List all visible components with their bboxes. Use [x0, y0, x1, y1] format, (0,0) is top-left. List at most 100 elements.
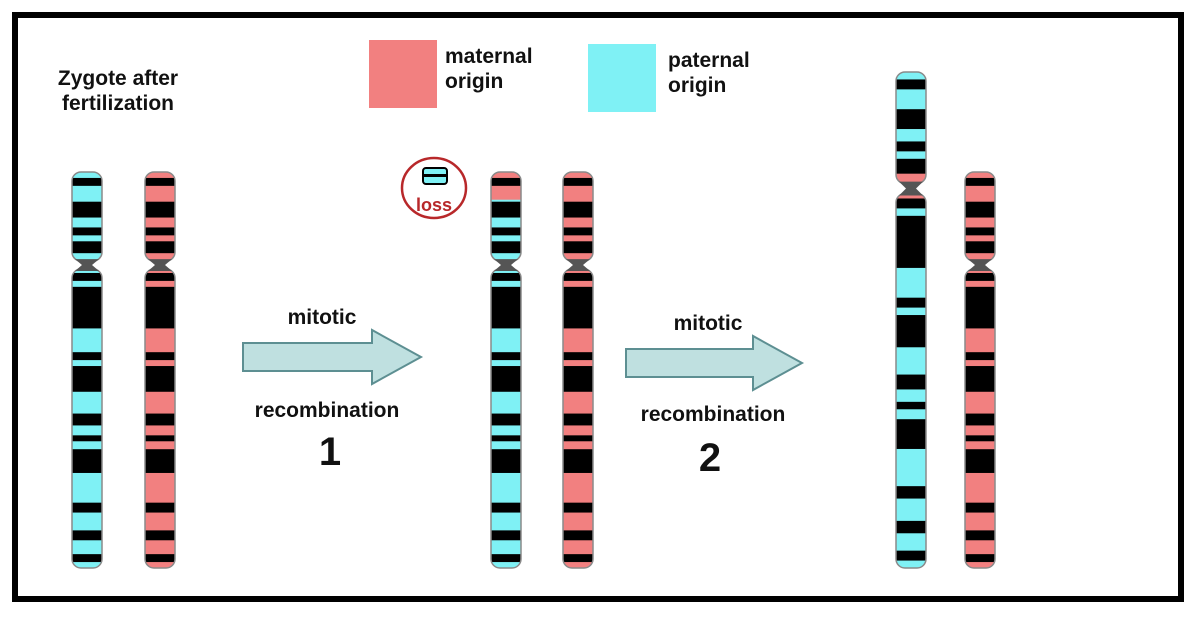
chromosome-step2-paternal-centromere — [899, 181, 923, 196]
chromosome-band — [145, 352, 175, 361]
chromosome-band — [965, 241, 995, 254]
arrow-step-2 — [625, 334, 805, 392]
chromosome-band — [72, 449, 102, 473]
chromosome-step2-paternal — [895, 71, 927, 569]
chromosome-band — [491, 502, 521, 513]
chromosome-band — [563, 286, 593, 329]
chromosome-band — [72, 241, 102, 254]
chromosome-band — [965, 502, 995, 513]
chromosome-band — [563, 272, 593, 281]
chromosome-band — [72, 227, 102, 236]
chromosome-zygote-maternal-arm-q — [145, 269, 175, 568]
step2-bottom-label: recombination — [640, 403, 786, 426]
chromosome-band — [563, 366, 593, 392]
chromosome-band — [491, 554, 521, 563]
chromosome-band — [563, 530, 593, 541]
chromosome-band — [965, 435, 995, 442]
chromosome-band — [965, 201, 995, 218]
chromosome-band — [145, 530, 175, 541]
chromosome-band — [563, 435, 593, 442]
maternal-swatch — [369, 40, 437, 108]
zygote-title: Zygote after fertilization — [57, 67, 179, 116]
chromosome-band — [491, 352, 521, 361]
chromosome-band — [896, 109, 926, 130]
chromosome-zygote-maternal-arm-p — [145, 172, 175, 262]
chromosome-step1-paternal-arm-q — [491, 269, 521, 568]
chromosome-step2-maternal — [964, 171, 996, 569]
chromosome-band — [145, 201, 175, 218]
step1-bottom-label: recombination — [254, 399, 400, 422]
step1-number: 1 — [318, 430, 342, 474]
chromosome-step2-maternal-arm-q — [965, 269, 995, 568]
chromosome-band — [965, 272, 995, 281]
chromosome-band — [145, 272, 175, 281]
chromosome-band — [491, 201, 521, 218]
chromosome-band — [563, 352, 593, 361]
chromosome-band — [72, 366, 102, 392]
chromosome-band — [72, 272, 102, 281]
chromosome-band — [145, 177, 175, 186]
chromosome-band — [965, 413, 995, 426]
chromosome-band — [896, 141, 926, 152]
chromosome-band — [965, 352, 995, 361]
chromosome-band — [563, 449, 593, 473]
chromosome-step1-maternal-arm-q — [563, 269, 593, 568]
chromosome-band — [491, 530, 521, 541]
chromosome-band — [563, 201, 593, 218]
chromosome-band — [563, 413, 593, 426]
chromosome-zygote-maternal-centromere — [148, 259, 172, 272]
chromosome-band — [491, 366, 521, 392]
chromosome-band — [896, 297, 926, 308]
chromosome-band — [145, 413, 175, 426]
chromosome-band — [491, 227, 521, 236]
chromosome-band — [491, 177, 521, 186]
chromosome-band — [965, 366, 995, 392]
chromosome-band — [896, 550, 926, 561]
chromosome-band — [72, 177, 102, 186]
chromosome-band — [72, 435, 102, 442]
step2-top-label: mitotic — [673, 312, 743, 335]
chromosome-band — [72, 413, 102, 426]
chromosome-band — [491, 241, 521, 254]
chromosome-step2-maternal-arm-p — [965, 172, 995, 262]
chromosome-step1-paternal — [490, 171, 522, 569]
chromosome-band — [965, 449, 995, 473]
chromosome-band — [72, 554, 102, 563]
chromosome-band — [896, 401, 926, 410]
chromosome-band — [563, 241, 593, 254]
chromosome-band — [491, 449, 521, 473]
chromosome-step1-maternal-arm-p — [563, 172, 593, 262]
chromosome-band — [896, 215, 926, 268]
chromosome-band — [491, 413, 521, 426]
chromosome-band — [896, 374, 926, 390]
chromosome-band — [896, 315, 926, 348]
chromosome-band — [965, 177, 995, 186]
chromosome-band — [491, 286, 521, 329]
arrow-step-1 — [242, 328, 424, 386]
chromosome-step1-maternal — [562, 171, 594, 569]
chromosome-band — [145, 554, 175, 563]
chromosome-step1-paternal-centromere — [494, 259, 518, 272]
chromosome-band — [896, 158, 926, 174]
chromosome-band — [896, 486, 926, 499]
chromosome-band — [896, 419, 926, 449]
chromosome-zygote-paternal — [71, 171, 103, 569]
chromosome-band — [145, 449, 175, 473]
chromosome-step2-maternal-centromere — [968, 259, 992, 272]
maternal-legend-label: maternal origin — [445, 45, 533, 94]
loss-marker: loss — [400, 156, 468, 220]
chromosome-band — [965, 530, 995, 541]
chromosome-band — [145, 241, 175, 254]
paternal-swatch — [588, 44, 656, 112]
chromosome-band — [965, 227, 995, 236]
chromosome-band — [72, 502, 102, 513]
chromosome-band — [491, 272, 521, 281]
chromosome-band — [145, 502, 175, 513]
chromosome-band — [72, 530, 102, 541]
chromosome-step1-maternal-centromere — [566, 259, 590, 272]
chromosome-band — [563, 227, 593, 236]
chromosome-band — [563, 554, 593, 563]
chromosome-step1-paternal-arm-p — [491, 172, 521, 262]
chromosome-band — [72, 201, 102, 218]
